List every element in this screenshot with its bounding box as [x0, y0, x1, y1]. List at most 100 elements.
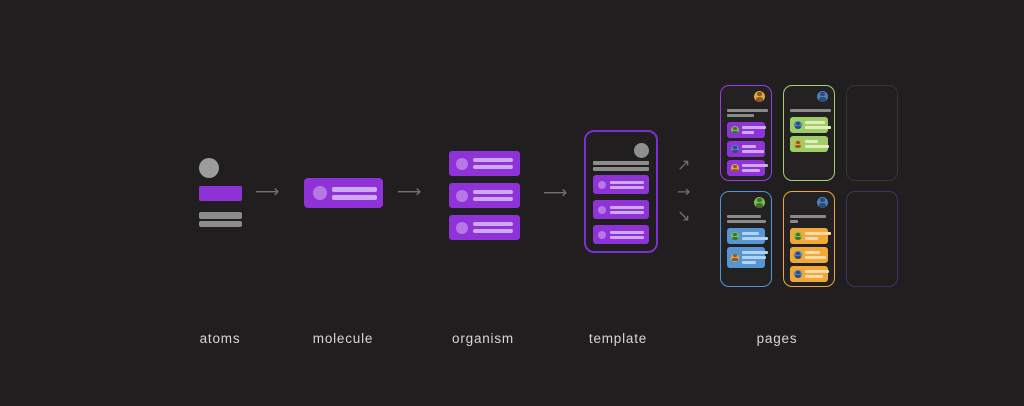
page-header-text-bar	[790, 220, 798, 223]
page-header-text-bar	[727, 220, 766, 223]
page-bottom-left	[720, 191, 772, 287]
page-item-text-bar	[742, 150, 764, 153]
page-header	[727, 197, 765, 208]
page-item-text-bar	[742, 145, 756, 148]
page-item-card	[790, 117, 831, 133]
user-avatar-icon	[754, 197, 765, 208]
organism-card-avatar-shape	[456, 221, 468, 234]
label-template: template	[588, 331, 648, 346]
organism-text-bar	[473, 190, 513, 194]
page-item-bars	[742, 126, 766, 134]
page-item-text-bar	[742, 164, 768, 167]
page-item-bars	[805, 121, 831, 129]
arrow-up-right-icon: ↗	[677, 155, 691, 174]
pages-grid	[720, 85, 898, 287]
page-item-bars	[742, 164, 768, 172]
template-header-bar	[593, 167, 649, 171]
user-avatar-icon	[731, 232, 739, 240]
label-molecule: molecule	[312, 331, 374, 346]
atoms-group	[199, 158, 242, 227]
page-header	[727, 91, 765, 102]
template-item-avatar-shape	[598, 180, 606, 189]
user-avatar-icon	[731, 126, 739, 134]
page-item-text-bar	[805, 256, 826, 259]
template-item-text-bar	[610, 205, 644, 209]
page-item-text-bar	[742, 169, 760, 172]
page-item-text-bar	[805, 251, 820, 254]
user-avatar-icon	[731, 145, 739, 153]
page-item-text-bar	[805, 237, 818, 240]
organism-card-bars	[473, 158, 513, 169]
page-items	[727, 122, 768, 176]
template-header-bars	[593, 161, 649, 171]
user-avatar-icon	[794, 232, 802, 240]
organism-card-bars	[473, 190, 513, 201]
template-item-text-bar	[610, 210, 644, 214]
page-items	[790, 228, 831, 282]
template-item-text-bar	[610, 185, 644, 189]
organism-text-bar	[473, 165, 513, 169]
user-avatar-icon	[731, 253, 739, 262]
template-item-text-bar	[610, 230, 644, 234]
page-item-card	[790, 228, 831, 244]
page-header-bars	[790, 215, 828, 223]
template-item-card	[593, 175, 649, 194]
organism-text-bar	[473, 229, 513, 233]
page-header-text-bar	[727, 114, 754, 117]
page-header-text-bar	[790, 109, 831, 112]
page-top-middle	[783, 85, 835, 181]
arrow-right-icon: ⟶	[543, 183, 568, 203]
atom-circle-shape	[199, 158, 219, 178]
page-item-bars	[742, 232, 768, 240]
molecule-text-bar	[332, 186, 377, 192]
page-item-bars	[805, 232, 831, 240]
page-item-text-bar	[742, 256, 766, 259]
page-bottom-right-faded	[846, 191, 898, 287]
organism-card-avatar-shape	[456, 189, 468, 202]
user-avatar-icon	[817, 197, 828, 208]
arrow-down-right-icon: ↘	[677, 206, 691, 225]
label-atoms: atoms	[199, 331, 241, 346]
template-header-bar	[593, 161, 649, 165]
page-top-left	[720, 85, 772, 181]
page-item-card	[727, 122, 766, 138]
page-header-bars	[790, 109, 831, 112]
atom-rect-shape	[199, 186, 242, 201]
organism-stack	[449, 151, 520, 240]
organism-card-bars	[473, 222, 513, 233]
page-header-text-bar	[727, 215, 761, 218]
template-item-bars	[610, 180, 644, 189]
user-avatar-icon	[817, 91, 828, 102]
page-item-bars	[742, 251, 768, 264]
organism-card-avatar-shape	[456, 157, 468, 170]
page-item-bars	[805, 270, 829, 278]
page-item-text-bar	[742, 237, 768, 240]
page-item-text-bar	[805, 140, 818, 143]
molecule-avatar-shape	[313, 186, 327, 200]
user-avatar-icon	[794, 270, 802, 278]
organism-card	[449, 183, 520, 208]
page-item-card	[790, 136, 829, 152]
page-item-text-bar	[742, 126, 766, 129]
page-header-text-bar	[790, 215, 826, 218]
user-avatar-icon	[731, 164, 739, 172]
label-pages: pages	[756, 331, 798, 346]
label-organism: organism	[452, 331, 514, 346]
page-header	[790, 91, 828, 102]
user-avatar-icon	[794, 140, 802, 148]
page-item-text-bar	[742, 131, 754, 134]
page-item-text-bar	[805, 145, 829, 148]
molecule-text-bar	[332, 194, 377, 200]
page-header	[790, 197, 828, 208]
page-item-text-bar	[805, 121, 825, 124]
template-item-card	[593, 225, 649, 244]
page-item-text-bar	[805, 232, 831, 235]
page-header-bars	[727, 215, 766, 223]
template-item-card	[593, 200, 649, 219]
organism-text-bar	[473, 197, 513, 201]
page-bottom-middle	[783, 191, 835, 287]
template-item-avatar-shape	[598, 230, 606, 239]
page-item-card	[727, 141, 765, 157]
template-item-text-bar	[610, 180, 644, 184]
